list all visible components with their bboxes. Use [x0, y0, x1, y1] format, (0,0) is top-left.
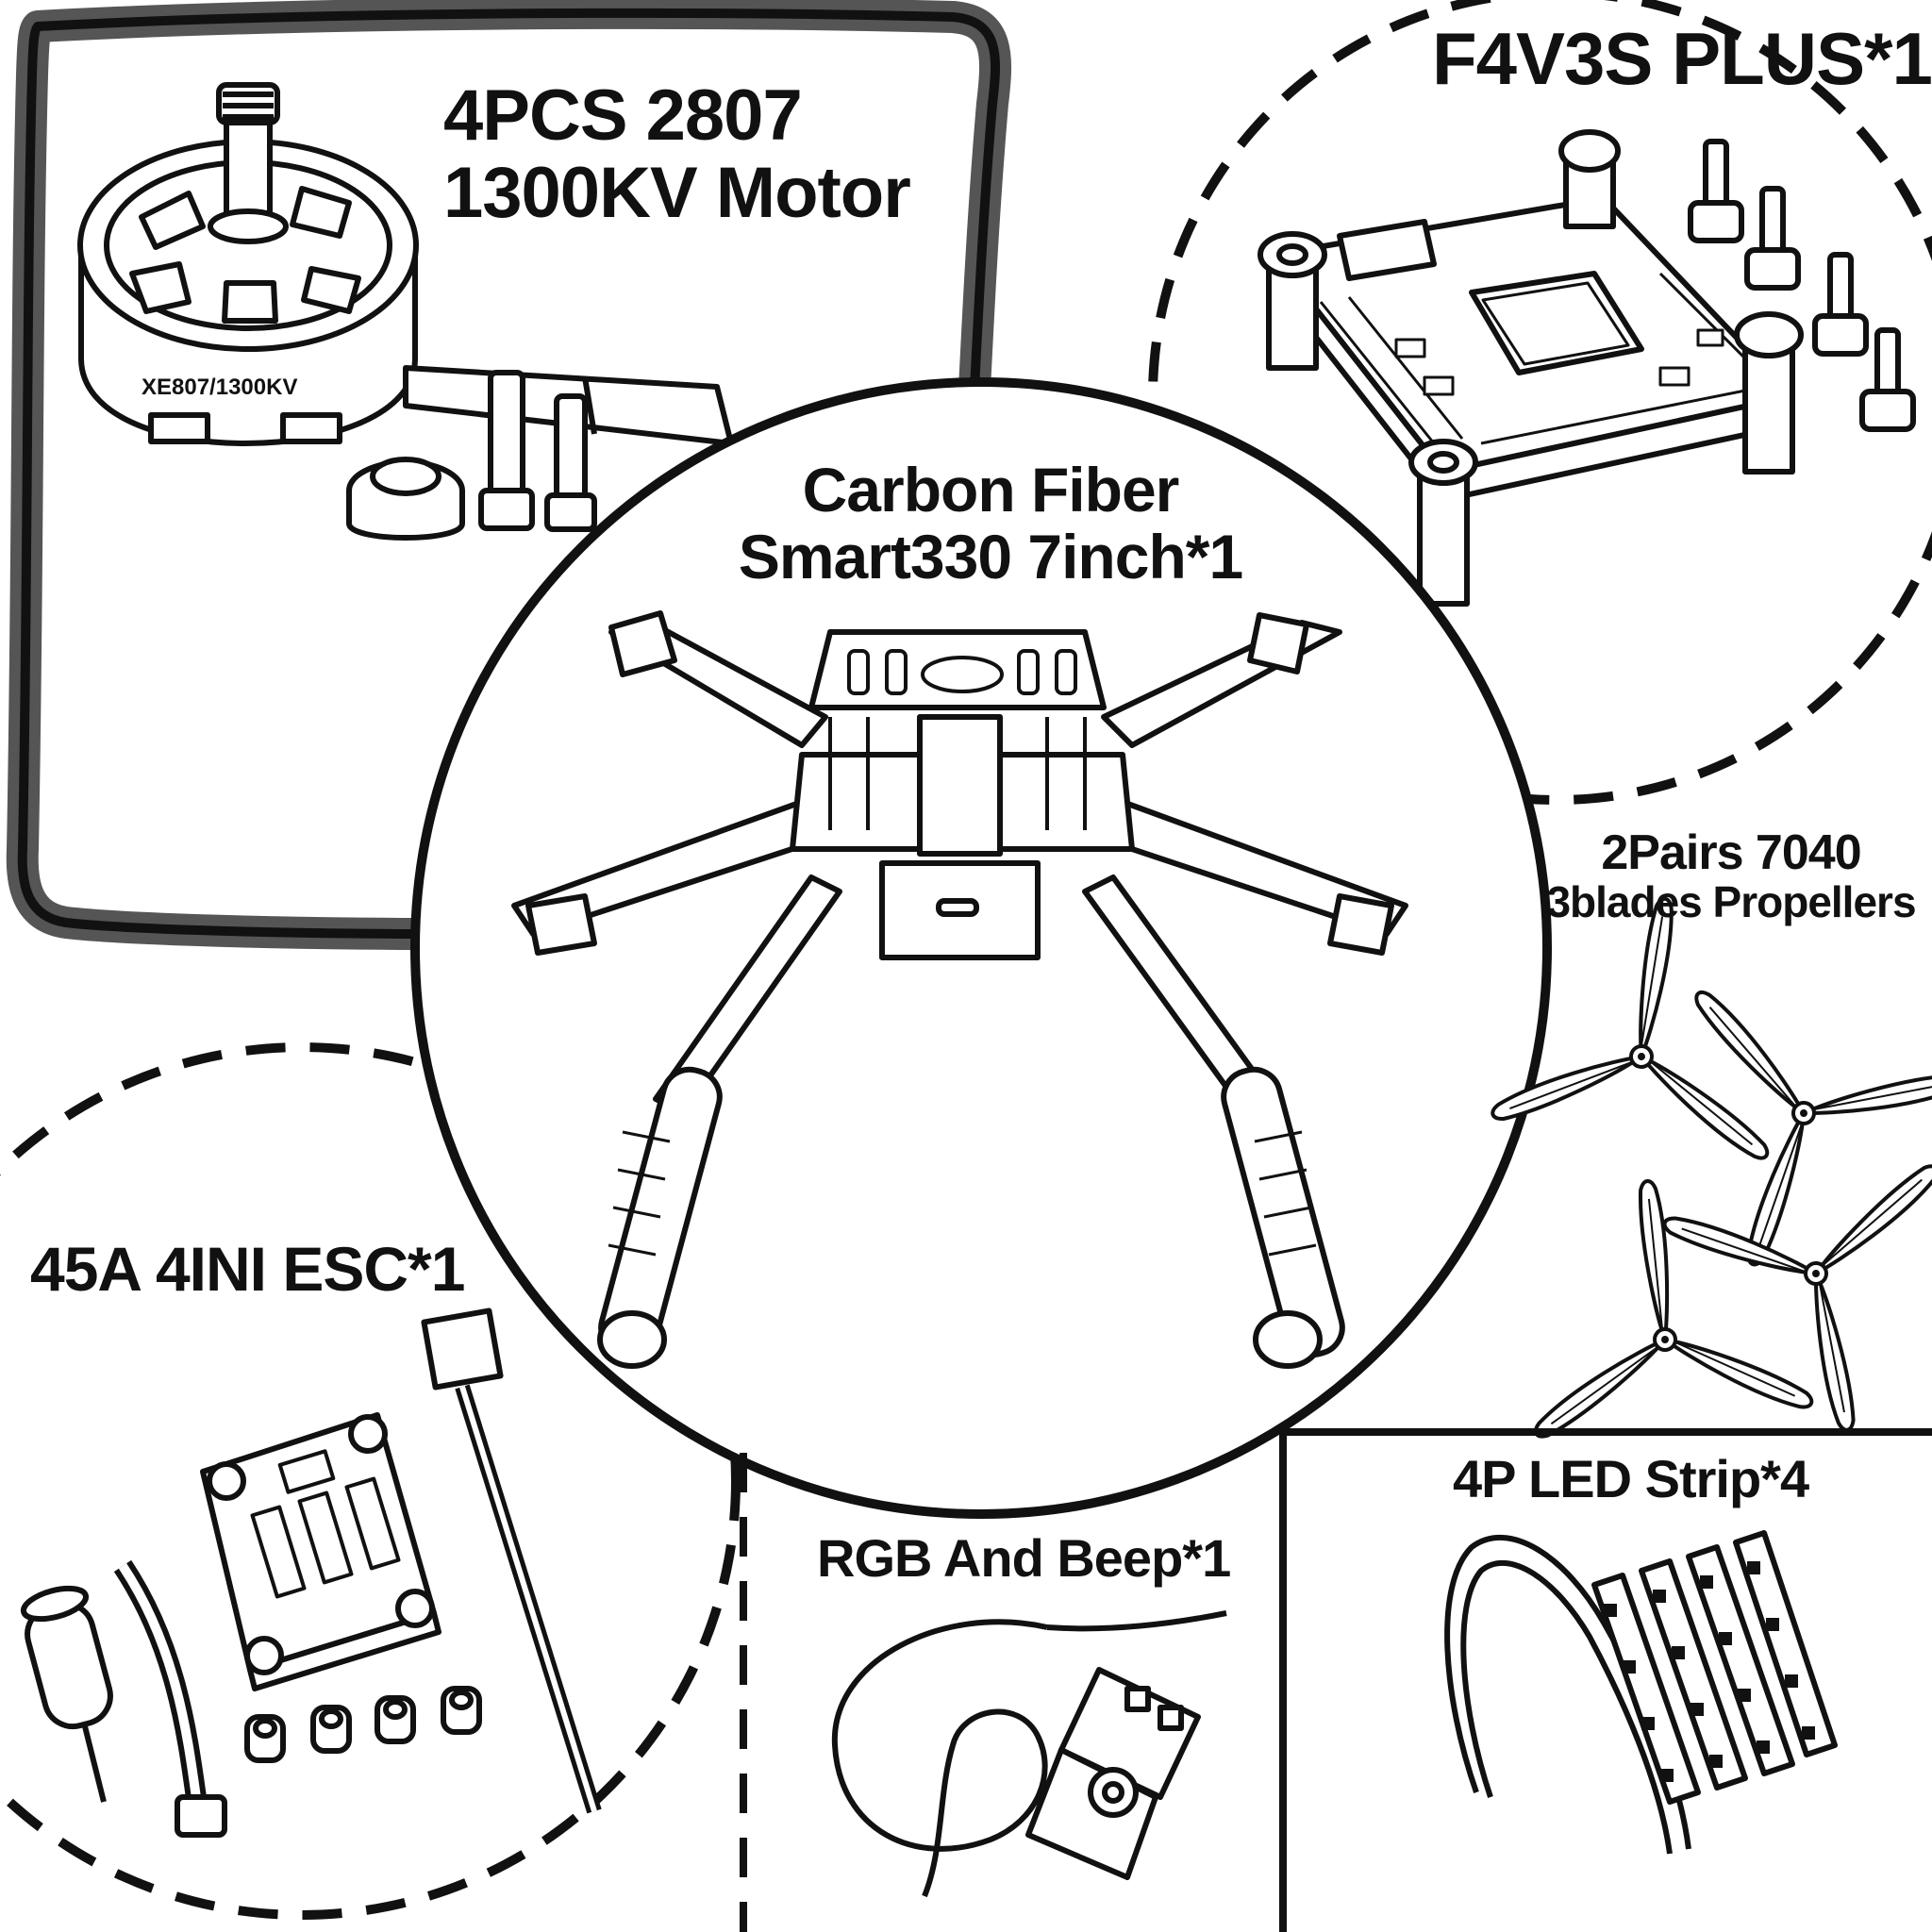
esc-title-text: 45A 4INI ESC*1 [30, 1234, 465, 1304]
frame-title-line2: Smart330 7inch*1 [738, 522, 1243, 592]
rgb-buzzer-module-icon [831, 1610, 1227, 1898]
led-strip-icon [1444, 1530, 1838, 1855]
quadcopter-frame-icon [511, 610, 1408, 1369]
motor-title-line2: 1300KV Motor [443, 153, 911, 234]
fc-title: F4V3S PLUS*1 [1432, 19, 1932, 98]
fc-title-text: F4V3S PLUS*1 [1432, 17, 1932, 100]
esc-panel-frame [0, 1042, 741, 1920]
rgb-beep-title-text: RGB And Beep*1 [817, 1528, 1231, 1588]
frame-title: Carbon Fiber Smart330 7inch*1 [726, 455, 1255, 592]
rgb-beep-title: RGB And Beep*1 [817, 1528, 1231, 1588]
three-blade-propeller-icon [1486, 874, 1932, 1442]
flight-controller-board-icon [1257, 129, 1916, 607]
propellers-title-line2: 3blades Propellers [1546, 877, 1916, 927]
brushless-motor-icon: XE807/1300KV [77, 82, 734, 541]
propellers-title-line1: 2Pairs 7040 [1601, 825, 1861, 880]
led-strip-title: 4P LED Strip*4 [1453, 1449, 1809, 1508]
propellers-title: 2Pairs 7040 3blades Propellers [1524, 826, 1932, 926]
motor-title-line1: 4PCS 2807 [443, 75, 803, 156]
frame-title-line1: Carbon Fiber [802, 455, 1180, 525]
esc-title: 45A 4INI ESC*1 [30, 1234, 465, 1304]
svg-text:XE807/1300KV: XE807/1300KV [142, 375, 297, 400]
motor-panel-frame [6, 0, 1011, 950]
motor-title: 4PCS 2807 1300KV Motor [443, 75, 911, 234]
led-strip-title-text: 4P LED Strip*4 [1453, 1449, 1809, 1508]
esc-board-icon [20, 1307, 602, 1838]
